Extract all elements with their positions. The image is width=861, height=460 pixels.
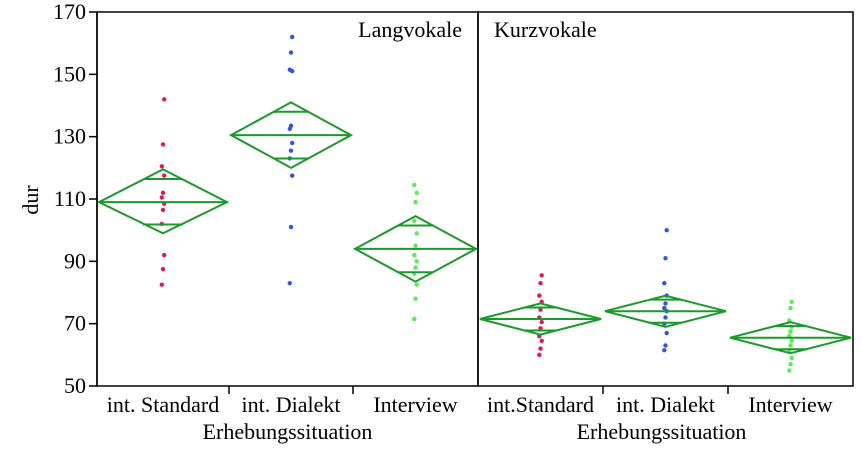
y-tick-label: 150 (53, 61, 86, 86)
data-point (662, 305, 667, 311)
panel-title: Kurzvokale (494, 17, 597, 42)
data-point (413, 296, 418, 301)
y-axis-title: dur (18, 185, 43, 215)
data-point (788, 329, 793, 334)
data-point (664, 330, 669, 336)
data-point (789, 355, 794, 361)
group-interview (352, 182, 479, 322)
data-point (662, 280, 667, 286)
data-point (539, 273, 544, 278)
y-axis: 50 70 90 110 130 150 170 (53, 0, 98, 398)
data-point (663, 343, 668, 348)
data-point (664, 227, 669, 233)
data-point (414, 231, 419, 236)
data-point (788, 343, 793, 348)
category-label: int. Standard (107, 392, 219, 417)
data-point (160, 142, 166, 147)
data-point (162, 252, 167, 258)
category-label: int.Standard (487, 392, 594, 417)
data-point (413, 265, 418, 270)
group-int-standard (479, 273, 602, 358)
data-point (288, 123, 294, 128)
data-point (160, 207, 166, 213)
y-tick-label: 110 (54, 186, 86, 211)
data-point (537, 352, 542, 358)
y-tick-label: 90 (64, 248, 86, 273)
data-point (414, 190, 419, 195)
data-point (412, 182, 417, 188)
data-point (787, 368, 792, 373)
y-tick-label: 170 (53, 0, 86, 24)
data-point (288, 148, 294, 153)
data-point (537, 293, 542, 298)
data-point (159, 282, 164, 287)
category-label: int. Dialekt (242, 392, 341, 417)
category-label: int. Dialekt (616, 392, 715, 417)
data-point (539, 338, 544, 344)
data-point (414, 282, 419, 287)
data-point (663, 256, 668, 261)
data-point (788, 305, 793, 311)
y-tick-label: 50 (64, 373, 86, 398)
group-int-standard (96, 97, 230, 287)
data-point (538, 280, 543, 286)
data-point (413, 243, 418, 248)
data-point (288, 50, 294, 55)
data-point (789, 338, 794, 344)
data-point (162, 97, 167, 102)
data-point (162, 173, 167, 178)
panel-langvokale: Langvokale int. Standard int. Dialekt Inter… (96, 11, 479, 444)
data-point (160, 190, 166, 195)
data-point (414, 259, 419, 264)
data-point (288, 224, 294, 230)
data-point (287, 280, 292, 286)
panel-title: Langvokale (358, 17, 462, 42)
category-label: Interview (748, 392, 832, 417)
y-tick-label: 70 (64, 311, 86, 336)
data-point (159, 164, 164, 169)
data-point (160, 266, 166, 272)
panel-kurzvokale: Kurzvokale int.Standard int. Dialekt Interv… (477, 11, 854, 444)
x-axis-title: Erhebungssituation (577, 419, 747, 444)
data-point (538, 307, 543, 312)
group-interview (729, 299, 852, 373)
data-point (413, 199, 418, 205)
panel-frame (96, 11, 479, 387)
data-point (789, 299, 794, 305)
group-int-dialekt (228, 34, 354, 286)
data-point (412, 316, 417, 322)
data-point (412, 218, 417, 224)
data-point (412, 252, 417, 258)
data-point (538, 326, 543, 331)
data-point (539, 319, 544, 325)
data-point (290, 173, 295, 178)
data-point (290, 34, 295, 40)
plot-panels: Langvokale int. Standard int. Dialekt Inter… (96, 11, 854, 444)
x-axis-title: Erhebungssituation (203, 419, 373, 444)
group-int-dialekt (604, 227, 727, 353)
y-tick-label: 130 (53, 124, 86, 149)
data-point (663, 315, 668, 320)
data-point (788, 361, 793, 367)
data-point (662, 347, 667, 353)
data-point (159, 195, 164, 200)
category-label: Interview (373, 392, 457, 417)
data-point (663, 301, 668, 306)
data-point (287, 67, 292, 72)
data-point (290, 140, 295, 146)
data-point (538, 346, 543, 351)
panel-frame (477, 11, 854, 387)
